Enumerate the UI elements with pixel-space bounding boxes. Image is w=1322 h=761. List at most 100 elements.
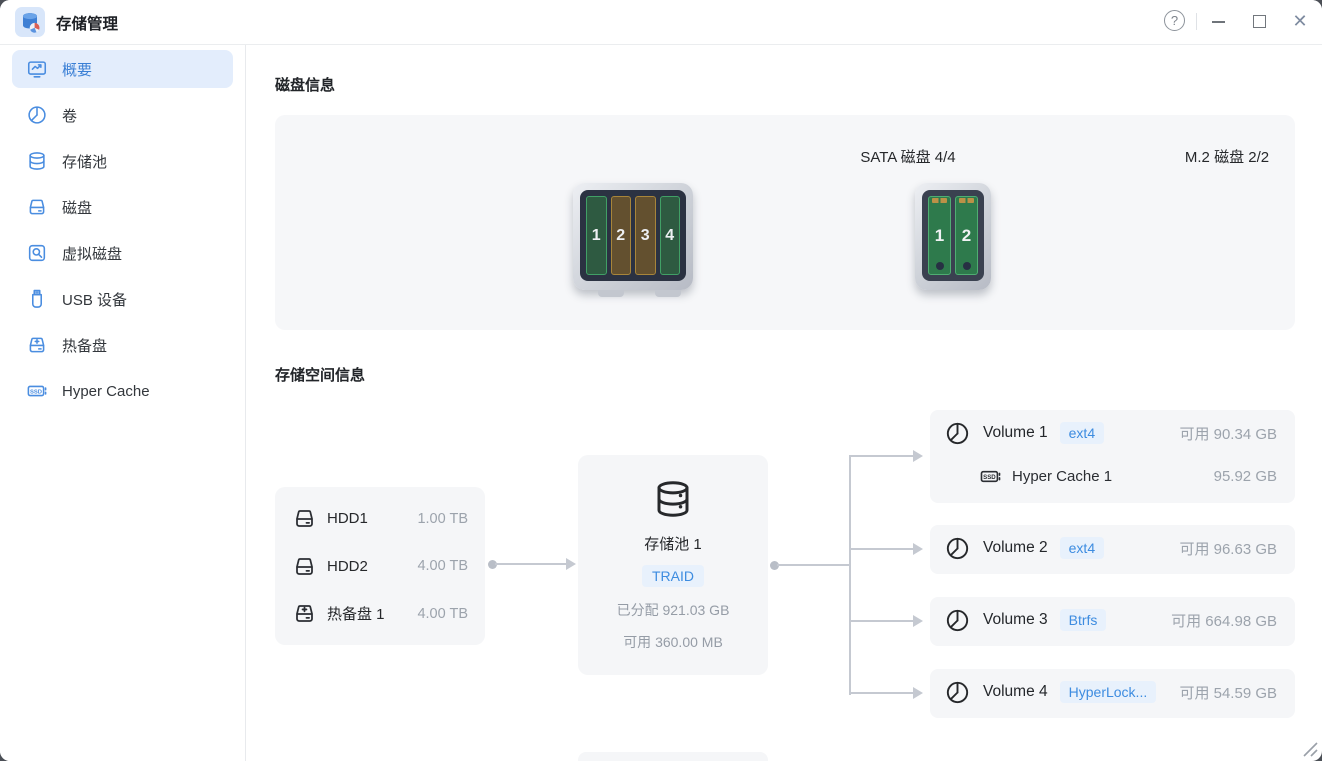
disk-name: HDD2 [327,557,368,575]
volume-card[interactable]: Volume 2 ext4 可用 96.63 GB [930,525,1295,574]
sidebar-item-hot-spare[interactable]: 热备盘 [12,326,233,364]
disk-row[interactable]: 热备盘 1 4.00 TB [275,594,485,634]
window-title: 存储管理 [56,16,119,33]
filesystem-badge: ext4 [1059,537,1105,559]
maximize-icon [1252,15,1266,28]
sidebar-item-label: 磁盘 [62,199,93,217]
sidebar-item-volume[interactable]: 卷 [12,96,233,134]
sata-group-label: SATA 磁盘 4/4 [860,149,956,166]
volume-name: Volume 2 [983,539,1048,556]
volume-available: 可用 96.63 GB [1179,540,1277,558]
volume-available: 可用 664.98 GB [1171,612,1277,630]
enclosure-foot [655,290,681,297]
connector-line [850,692,915,694]
database-icon [652,478,694,520]
pool-available: 可用 360.00 MB [623,634,723,650]
sata-slot-3[interactable]: 3 [635,196,656,275]
cache-size: 95.92 GB [1213,467,1277,485]
disk-info-title: 磁盘信息 [275,77,336,94]
close-button[interactable]: ✕ [1292,11,1308,31]
connector-arrow-icon [913,543,923,555]
ssd-icon: SSD [26,380,48,402]
cache-row: SSD Hyper Cache 1 95.92 GB [930,456,1295,496]
sidebar-item-label: 热备盘 [62,337,108,355]
volume-card[interactable]: Volume 4 HyperLock... 可用 54.59 GB [930,669,1295,718]
volume-name: Volume 1 [983,424,1048,441]
connector-arrow-icon [913,615,923,627]
volume-card[interactable]: Volume 3 Btrfs 可用 664.98 GB [930,597,1295,646]
connector-arrow-icon [913,687,923,699]
volume-available: 可用 54.59 GB [1179,684,1277,702]
hotspare-icon [292,601,317,626]
sidebar-item-label: 虚拟磁盘 [62,245,123,263]
database-icon [26,150,48,172]
sidebar-item-storage-pool[interactable]: 存储池 [12,142,233,180]
disk-row[interactable]: HDD2 4.00 TB [275,546,485,586]
next-pool-card-partial [578,752,768,761]
enclosure-foot [598,290,624,297]
sata-slot-4[interactable]: 4 [659,196,680,275]
titlebar-separator [1196,13,1197,30]
connector-line [850,620,915,622]
usb-icon [26,288,48,310]
storage-space-title: 存储空间信息 [275,367,366,384]
connector-arrow-icon [566,558,576,570]
hdd-icon [292,554,317,579]
volume-row: Volume 4 HyperLock... 可用 54.59 GB [930,669,1295,715]
connector-dot [488,560,497,569]
volume-row: Volume 1 ext4 可用 90.34 GB [930,410,1295,456]
sidebar-menu: 概要 卷 存储池 磁盘 虚拟磁盘 USB 设备 热备盘 SSD Hyper Ca… [0,45,246,761]
filesystem-badge: ext4 [1059,422,1105,444]
connector-arrow-icon [913,450,923,462]
connector-line [850,455,915,457]
pie-chart-icon [944,679,971,706]
minimize-button[interactable] [1205,6,1231,37]
disk-size: 4.00 TB [417,558,468,574]
disk-name: HDD1 [327,510,368,527]
titlebar: 存储管理 ? ✕ [0,0,1322,45]
connector-trunk [849,455,851,695]
connector-dot [770,561,779,570]
sidebar-item-label: 卷 [62,107,78,125]
svg-text:SSD: SSD [30,389,42,395]
pie-chart-icon [26,104,48,126]
sidebar-item-label: Hyper Cache [62,382,150,400]
hdd-icon [26,196,48,218]
pool-name: 存储池 1 [644,536,702,553]
sidebar-item-label: 概要 [62,61,93,79]
sidebar-item-disk[interactable]: 磁盘 [12,188,233,226]
sidebar-item-hyper-cache[interactable]: SSD Hyper Cache [12,372,233,410]
storage-manager-app-icon [15,7,45,37]
hdd-icon [292,506,317,531]
m2-slot-1[interactable]: 1 [928,196,951,275]
sata-slot-1[interactable]: 1 [586,196,607,275]
maximize-button[interactable] [1246,6,1272,37]
connector-line [495,563,568,565]
help-button[interactable]: ? [1164,10,1185,31]
pie-chart-icon [944,535,971,562]
sata-slot-2[interactable]: 2 [610,196,631,275]
pool-allocated: 已分配 921.03 GB [616,602,730,618]
sidebar-item-virtual-disk[interactable]: 虚拟磁盘 [12,234,233,272]
m2-slot-2[interactable]: 2 [955,196,978,275]
disk-list-card: HDD1 1.00 TB HDD2 4.00 TB 热备盘 1 4.00 TB [275,487,485,645]
resize-handle[interactable] [1297,736,1319,761]
disk-row[interactable]: HDD1 1.00 TB [275,499,485,539]
disk-size: 1.00 TB [417,510,468,527]
hotspare-icon [26,334,48,356]
storage-pool-card[interactable]: 存储池 1 TRAID 已分配 921.03 GB 可用 360.00 MB [578,455,768,675]
sidebar-item-usb-device[interactable]: USB 设备 [12,280,233,318]
sidebar-item-overview[interactable]: 概要 [12,50,233,88]
disk-size: 4.00 TB [417,605,468,622]
sidebar-item-label: USB 设备 [62,291,128,309]
overview-icon [26,58,48,80]
filesystem-badge: HyperLock... [1059,681,1157,703]
volume-name: Volume 4 [983,683,1048,700]
cache-name: Hyper Cache 1 [1012,467,1113,485]
volume-card[interactable]: Volume 1 ext4 可用 90.34 GB SSD Hyper Cach… [930,410,1295,503]
